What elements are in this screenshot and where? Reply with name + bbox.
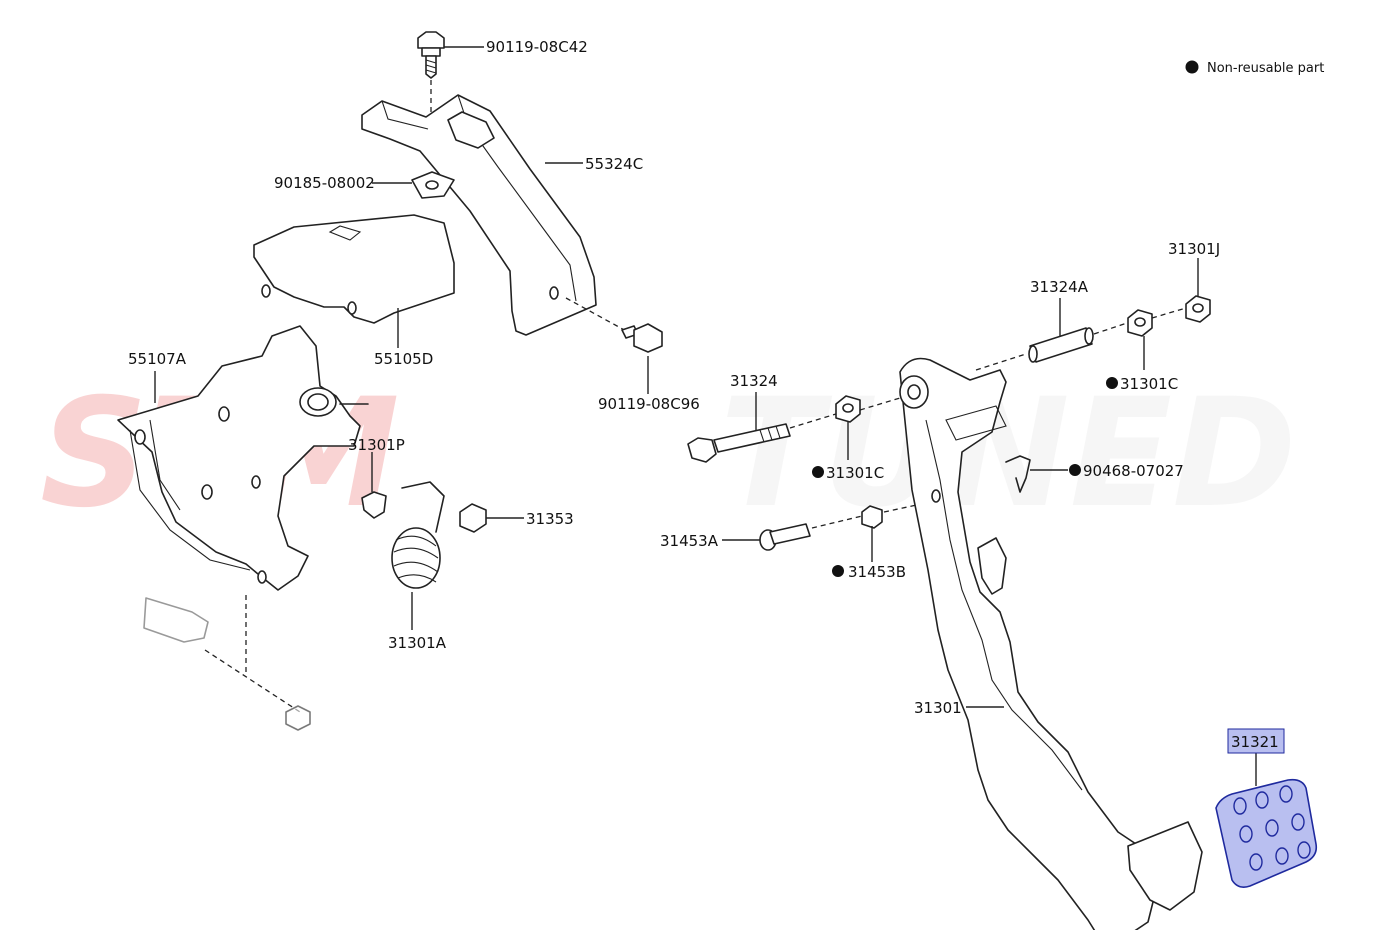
label-90119-08c96: 90119-08C96 [598, 395, 700, 413]
collar-31324a [975, 298, 1131, 371]
label-55324c: 55324C [585, 155, 643, 173]
label-31324a: 31324A [1030, 278, 1089, 296]
label-31453a: 31453A [660, 532, 719, 550]
highlight-box [1227, 728, 1285, 754]
bracket-55107a [117, 325, 369, 731]
nut-90185-08002 [372, 171, 455, 199]
label-31301c-right: 31301C [1120, 375, 1178, 393]
filled-circle-icon [1185, 60, 1199, 74]
part-labels: 90119-08C42 55324C 90185-08002 55105D 55… [128, 38, 1285, 754]
filled-circle-icon [1106, 377, 1118, 389]
clip-90468-07027 [1005, 455, 1068, 493]
bolt-90119-08c96 [565, 297, 663, 394]
label-90185-08002: 90185-08002 [274, 174, 375, 192]
label-90468-07027: 90468-07027 [1083, 462, 1184, 480]
non-reusable-markers [812, 377, 1118, 577]
label-31321[interactable]: 31321 [1231, 733, 1279, 751]
nut-31301c-left [789, 395, 901, 460]
cover-55105d [253, 214, 455, 348]
filled-circle-icon [812, 466, 824, 478]
clip-31301p [361, 452, 387, 519]
label-31301: 31301 [914, 699, 962, 717]
watermark-right: TUNED [720, 367, 1297, 541]
nut-31353 [459, 503, 524, 533]
pedal-pad-31321 [1215, 752, 1318, 888]
bolt-31324 [687, 392, 791, 463]
nut-31301c-right [1127, 307, 1187, 370]
spring-31301a [391, 481, 445, 630]
bracket-55324c [361, 94, 597, 336]
label-31324: 31324 [730, 372, 778, 390]
label-31453b: 31453B [848, 563, 906, 581]
legend-text: Non-reusable part [1207, 61, 1324, 76]
nut-31301j [1185, 258, 1211, 323]
label-31301p: 31301P [348, 436, 405, 454]
label-31301j: 31301J [1168, 240, 1220, 258]
pedal-arm-31301 [899, 357, 1203, 930]
label-90119-08c42: 90119-08C42 [486, 38, 588, 56]
label-55107a: 55107A [128, 350, 187, 368]
legend: Non-reusable part [1185, 60, 1324, 76]
label-31353: 31353 [526, 510, 574, 528]
label-31301c-left: 31301C [826, 464, 884, 482]
filled-circle-icon [832, 565, 844, 577]
label-55105d: 55105D [374, 350, 433, 368]
label-31301a: 31301A [388, 634, 447, 652]
pin-31453a [722, 515, 863, 551]
filled-circle-icon [1069, 464, 1081, 476]
